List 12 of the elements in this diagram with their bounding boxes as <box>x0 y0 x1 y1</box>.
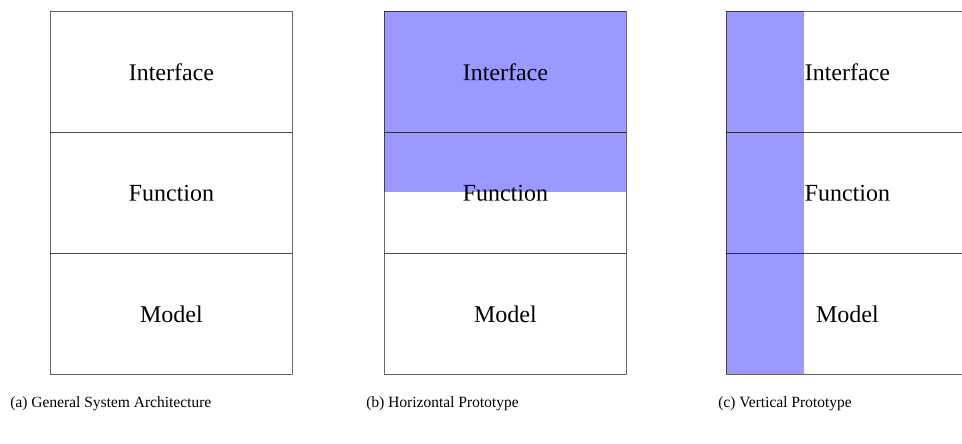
layer-box: Function <box>726 132 962 254</box>
layer-box: Function <box>384 132 627 254</box>
layer-box: Interface <box>384 11 627 133</box>
layer-box: Function <box>50 132 293 254</box>
layer-box: Model <box>50 253 293 375</box>
caption: (b) Horizontal Prototype <box>366 396 518 410</box>
layer-box: Interface <box>50 11 293 133</box>
caption: (c) Vertical Prototype <box>718 396 852 410</box>
layer-box: Interface <box>726 11 962 133</box>
layer-box: Model <box>726 253 962 375</box>
caption: (a) General System Architecture <box>10 396 211 410</box>
layer-box: Model <box>384 253 627 375</box>
